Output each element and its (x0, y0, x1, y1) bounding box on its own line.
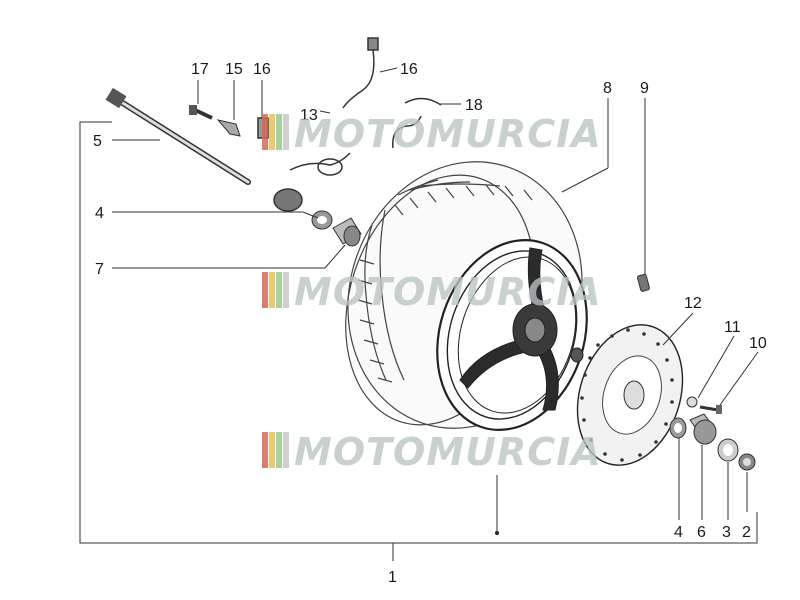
seal-4 (669, 417, 687, 439)
watermark-text: MOTOMURCIA (294, 112, 602, 156)
wheel-rim (436, 239, 588, 431)
callout-3: 3 (722, 524, 731, 541)
callout-4-right: 4 (674, 524, 683, 541)
callout-17: 17 (191, 61, 209, 78)
callout-7: 7 (95, 261, 104, 278)
callout-11: 11 (724, 319, 741, 336)
callout-2: 2 (742, 524, 751, 541)
watermark-middle: MOTOMURCIA (262, 270, 602, 314)
washer-11 (686, 396, 698, 408)
callout-8: 8 (603, 80, 612, 97)
callout-1: 1 (388, 569, 397, 586)
watermark-bottom: MOTOMURCIA (262, 430, 602, 474)
callout-4-left: 4 (95, 205, 104, 222)
callout-18: 18 (465, 97, 483, 114)
callout-15: 15 (225, 61, 243, 78)
callout-10: 10 (749, 335, 767, 352)
hose-18 (392, 97, 442, 149)
washer-3 (717, 438, 739, 462)
callout-12: 12 (684, 295, 702, 312)
callout-6: 6 (697, 524, 706, 541)
watermark-top: MOTOMURCIA (262, 112, 602, 156)
bolt-17 (189, 105, 213, 120)
callout-16-right: 16 (400, 61, 418, 78)
valve (637, 273, 650, 292)
brake-disc (576, 324, 684, 466)
callout-13: 13 (300, 107, 318, 124)
axle (105, 87, 251, 185)
callout-labels: 17 15 16 16 18 13 8 9 5 4 7 12 11 10 4 6… (93, 61, 767, 586)
watermark-text: MOTOMURCIA (294, 270, 602, 314)
leader-lines (112, 67, 759, 520)
watermark-text: MOTOMURCIA (294, 430, 602, 474)
callout-9: 9 (640, 80, 649, 97)
callout-5: 5 (93, 133, 102, 150)
screw-10 (699, 405, 722, 414)
spacer-4 (311, 210, 333, 230)
spacer-6 (689, 413, 717, 445)
assembly-bracket (79, 121, 758, 561)
nut-2 (738, 453, 756, 471)
bushing-7 (332, 217, 362, 247)
clip-15 (216, 119, 241, 137)
callout-16-top: 16 (253, 61, 271, 78)
